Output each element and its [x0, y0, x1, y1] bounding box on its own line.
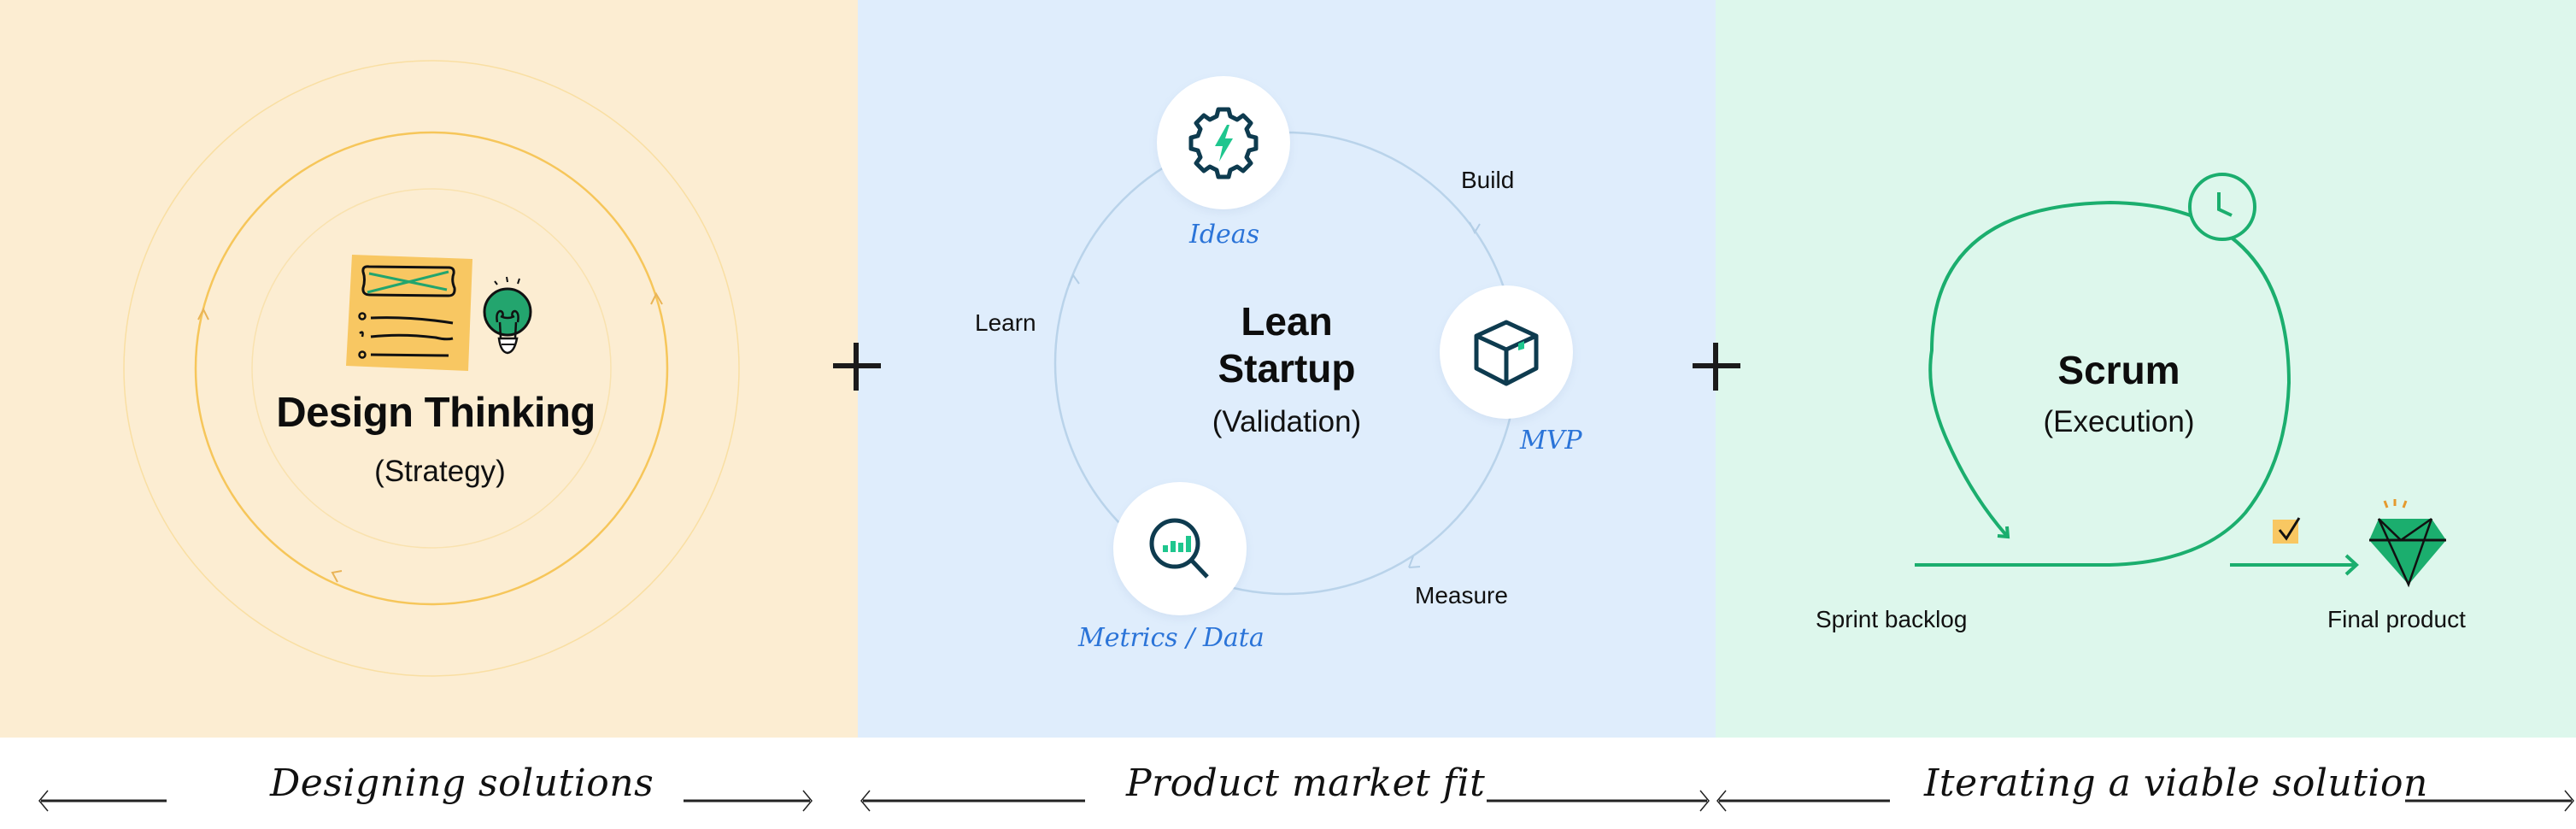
final-product-label: Final product [2327, 606, 2466, 632]
design-thinking-subtitle: (Strategy) [374, 455, 506, 488]
learn-label: Learn [975, 309, 1036, 336]
ring-arrow-icon [197, 307, 209, 320]
build-label: Build [1461, 167, 1515, 193]
right-arrow-icon [2405, 790, 2574, 812]
phase-arrows [38, 790, 2574, 812]
plus-icon [833, 343, 881, 391]
cycle-arrow-icon [1408, 556, 1421, 568]
ring-arrow-icon [331, 570, 343, 583]
scrum-title: Scrum [2057, 348, 2180, 392]
design-rings [123, 60, 740, 677]
measure-label: Measure [1415, 582, 1508, 609]
left-arrow-icon [1716, 790, 1890, 812]
checkbox-icon [2273, 517, 2301, 544]
scrum-subtitle: (Execution) [2043, 405, 2195, 438]
ideas-node [1157, 76, 1290, 209]
delivery-arrow-icon [2344, 554, 2359, 576]
ideas-label: Ideas [1189, 220, 1260, 250]
lean-startup-title-line2: Startup [1218, 346, 1356, 391]
lean-startup-title-line1: Lean [1241, 299, 1333, 344]
sticky-note-icon [346, 255, 472, 371]
phase-label-product-market-fit: Product market fit [1126, 761, 1486, 805]
gear-bolt-icon [1188, 107, 1259, 179]
design-thinking-title: Design Thinking [276, 390, 596, 436]
diamond-icon [2369, 499, 2446, 588]
ring-arrow-icon [650, 291, 663, 305]
phase-label-iterating: Iterating a viable solution [1924, 761, 2428, 805]
mvp-node [1440, 285, 1573, 419]
scrum-loop [1915, 200, 2359, 576]
phase-band: Designing solutions Product market fit I… [0, 738, 2576, 829]
lean-startup-panel: Ideas MVP Metrics / Data Build Measure L… [858, 0, 1716, 738]
plus-icon [1693, 343, 1740, 391]
right-arrow-icon [684, 790, 813, 812]
sprint-backlog-label: Sprint backlog [1816, 606, 1968, 632]
metrics-label: Metrics / Data [1078, 623, 1265, 653]
right-arrow-icon [1487, 790, 1710, 812]
phase-label-designing: Designing solutions [270, 761, 654, 805]
metrics-node [1113, 482, 1247, 615]
left-arrow-icon [860, 790, 1085, 812]
left-arrow-icon [38, 790, 167, 812]
cycle-arrow-icon [1068, 273, 1080, 286]
magnifier-chart-icon [1149, 518, 1209, 579]
box-icon [1474, 320, 1539, 386]
cycle-arrow-icon [1469, 221, 1481, 235]
lean-startup-subtitle: (Validation) [1212, 405, 1362, 438]
lightbulb-icon [483, 276, 532, 355]
design-thinking-panel: Design Thinking (Strategy) [0, 0, 858, 738]
scrum-panel: Scrum (Execution) Sprint backlog Final p… [1716, 0, 2576, 738]
loop-arrow-icon [1997, 526, 2010, 539]
mvp-label: MVP [1520, 426, 1582, 456]
clock-icon [2188, 173, 2256, 241]
